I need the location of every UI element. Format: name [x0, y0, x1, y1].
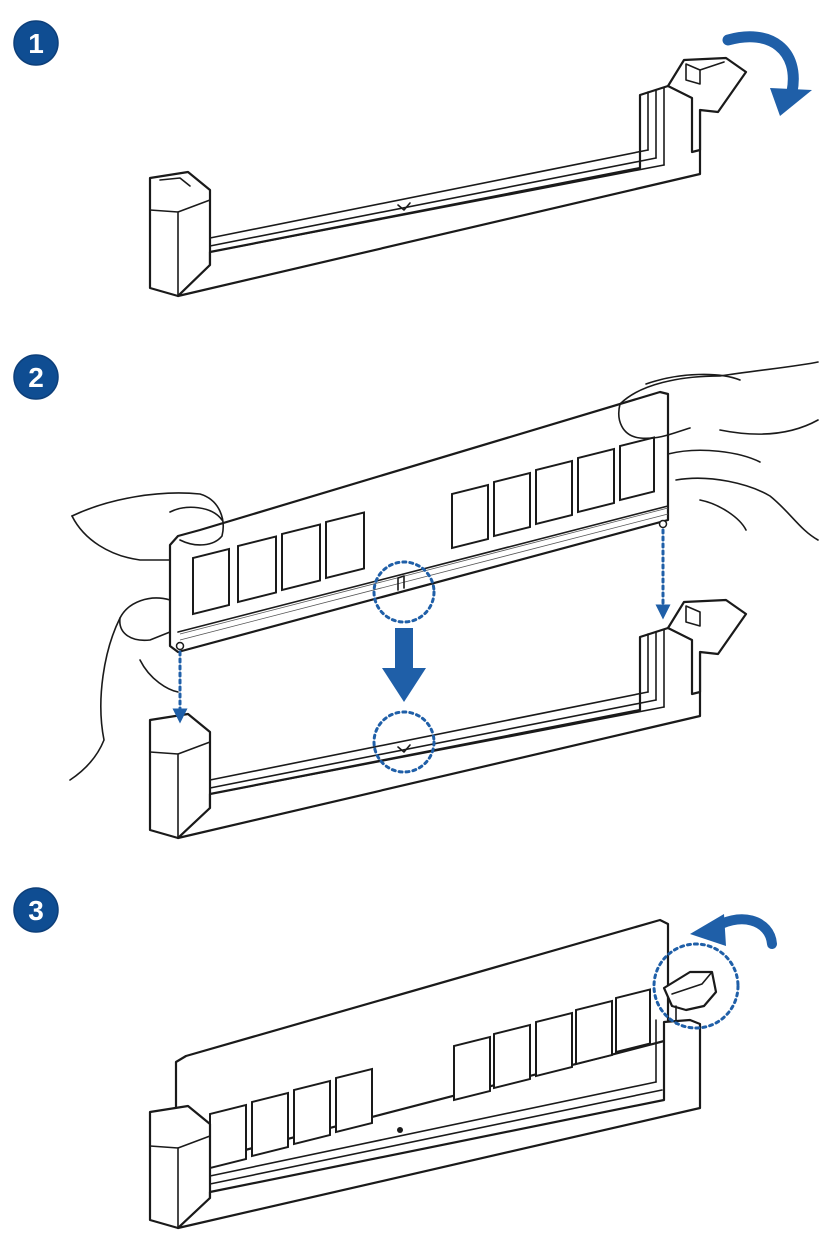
step-2-slot-key-highlight [372, 710, 436, 774]
step-2-left-hand [69, 492, 224, 781]
step-2-alignment-guides [172, 528, 671, 774]
step-3-close-arrow-icon [690, 914, 777, 949]
step-3-badge: 3 [13, 887, 59, 933]
step-2-insert-arrow-icon [382, 628, 426, 702]
step-2-badge: 2 [13, 354, 59, 400]
step-1-badge: 1 [13, 20, 59, 66]
step-1-rotate-arrow-icon [722, 31, 812, 116]
step-3-dimm-slot [148, 970, 718, 1230]
step-3-number: 3 [28, 895, 44, 926]
step-2-memory-module [168, 390, 670, 654]
step-1-dimm-slot [148, 56, 748, 298]
step-2-right-hand [618, 361, 819, 541]
step-1-number: 1 [28, 28, 44, 59]
step-3-memory-module [174, 918, 670, 1170]
step-2-module-notch-highlight [372, 560, 436, 624]
step-2-dimm-slot [148, 598, 748, 840]
step-3-latch-highlight [652, 942, 740, 1030]
step-2-number: 2 [28, 362, 44, 393]
